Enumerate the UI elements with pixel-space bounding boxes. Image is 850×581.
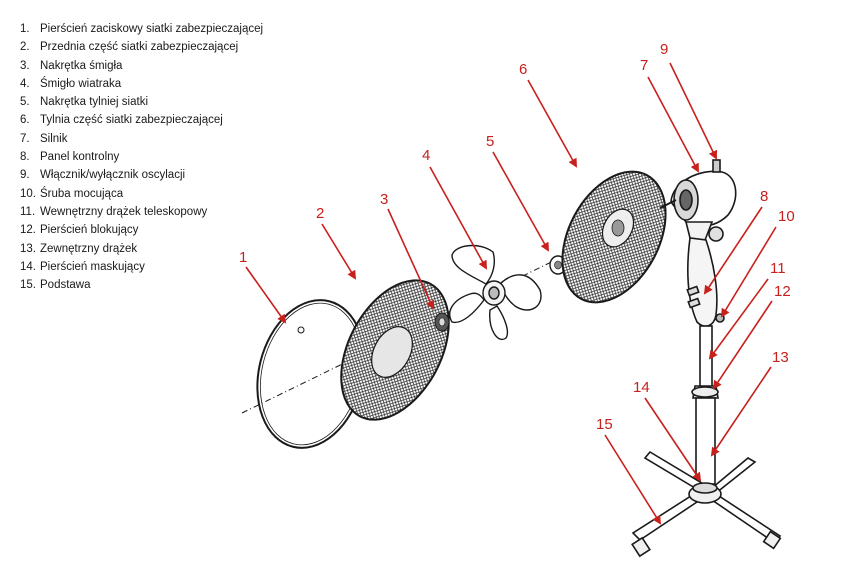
callout-number-5: 5 — [486, 133, 494, 150]
callout-arrow-10 — [720, 226, 777, 318]
callout-arrow-6 — [527, 79, 577, 168]
legend-item-8: 8.Panel kontrolny — [20, 151, 120, 164]
legend-item-13: 13.Zewnętrzny drążek — [20, 242, 138, 255]
callout-number-1: 1 — [239, 249, 247, 266]
callout-arrow-13 — [710, 366, 772, 457]
legend-item-5: 5.Nakrętka tylniej siatki — [20, 96, 149, 109]
callout-arrow-15 — [604, 434, 662, 525]
callout-number-14: 14 — [633, 379, 650, 396]
blade-nut — [434, 312, 450, 332]
callout-arrows — [245, 62, 777, 525]
callout-number-7: 7 — [640, 57, 648, 74]
fan-base — [631, 450, 782, 558]
legend-item-3: 3.Nakrętka śmigła — [20, 59, 123, 72]
callout-arrow-5 — [492, 151, 549, 252]
callout-arrow-8 — [703, 206, 763, 295]
legend-item-9: 9.Włącznik/wyłącznik oscylacji — [20, 169, 186, 182]
legend-item-15: 15.Podstawa — [20, 279, 91, 292]
callout-arrow-2 — [321, 223, 357, 280]
legend-item-12: 12.Pierścień blokujący — [20, 224, 139, 237]
callout-number-11: 11 — [770, 260, 786, 277]
legend-item-1: 1.Pierścień zaciskowy siatki zabezpiecza… — [20, 23, 264, 35]
legend-item-4: 4.Śmigło wiatraka — [20, 77, 122, 90]
parts-legend: 1.Pierścień zaciskowy siatki zabezpiecza… — [20, 20, 263, 294]
callout-number-8: 8 — [760, 188, 768, 205]
callout-number-2: 2 — [316, 205, 324, 222]
callout-arrow-3 — [387, 208, 435, 310]
legend-item-14: 14.Pierścień maskujący — [20, 260, 145, 273]
callout-arrow-4 — [429, 166, 487, 270]
callout-number-4: 4 — [422, 147, 430, 164]
legend-item-10: 10.Śruba mocująca — [20, 187, 124, 200]
callout-number-12: 12 — [774, 283, 791, 300]
legend-item-11: 11.Wewnętrzny drążek teleskopowy — [20, 205, 208, 218]
legend-item-2: 2.Przednia część siatki zabezpieczającej — [20, 41, 239, 54]
callout-arrow-11 — [708, 278, 769, 360]
callout-arrow-12 — [712, 300, 773, 390]
callout-arrow-9 — [669, 62, 717, 160]
callout-arrow-7 — [647, 76, 699, 173]
callout-number-6: 6 — [519, 61, 527, 78]
legend-item-7: 7.Silnik — [20, 132, 68, 145]
callout-number-3: 3 — [380, 191, 388, 208]
telescopic-pole — [691, 325, 719, 485]
legend-item-6: 6.Tylnia część siatki zabezpieczającej — [20, 114, 223, 127]
motor-housing — [659, 159, 737, 327]
callout-number-15: 15 — [596, 416, 613, 433]
callout-number-10: 10 — [778, 208, 795, 225]
rear-guard — [561, 170, 667, 304]
callout-arrow-1 — [245, 266, 287, 324]
fan-blade — [449, 244, 542, 341]
callout-arrow-14 — [644, 397, 702, 482]
callout-number-13: 13 — [772, 349, 789, 366]
front-guard — [340, 279, 450, 421]
callout-number-9: 9 — [660, 41, 668, 58]
